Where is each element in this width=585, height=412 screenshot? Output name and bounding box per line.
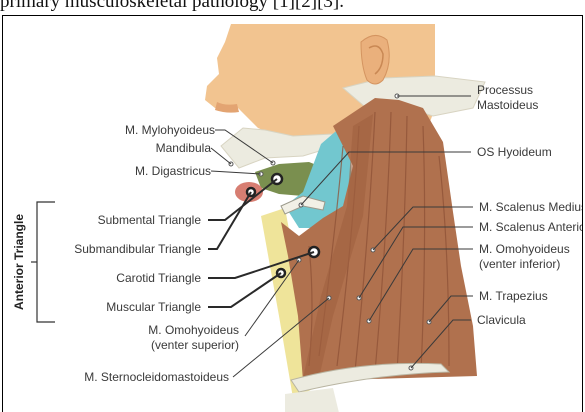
- label-sternocleidomastoideus: M. Sternocleidomastoideus: [84, 370, 229, 384]
- label-omohyoideus-superior-2: (venter superior): [151, 338, 239, 352]
- label-submental-triangle: Submental Triangle: [98, 213, 202, 227]
- label-carotid-triangle: Carotid Triangle: [116, 271, 201, 285]
- label-scalenus-anterior: M. Scalenus Anterior: [479, 220, 583, 234]
- label-clavicula: Clavicula: [477, 313, 526, 327]
- anterior-triangle-label: Anterior Triangle: [12, 214, 26, 310]
- label-mylohyoideus: M. Mylohyoideus: [125, 123, 215, 137]
- label-trapezius: M. Trapezius: [479, 289, 548, 303]
- label-processus-2: Mastoideus: [477, 98, 538, 112]
- label-submandibular-triangle: Submandibular Triangle: [74, 242, 201, 256]
- label-processus-1: Processus: [477, 83, 533, 97]
- label-digastricus: M. Digastricus: [135, 164, 211, 178]
- label-scalenus-medius: M. Scalenus Medius: [479, 200, 583, 214]
- label-omohyoideus-inferior-2: (venter inferior): [479, 257, 560, 271]
- label-os-hyoideum: OS Hyoideum: [477, 145, 552, 159]
- neck-anatomy-illustration: Anterior Triangle M. Mylohyoideus Mandib…: [3, 16, 583, 412]
- anatomy-figure: Anterior Triangle M. Mylohyoideus Mandib…: [2, 15, 583, 412]
- anterior-triangle-bracket: [31, 202, 55, 322]
- ear: [361, 35, 389, 84]
- label-omohyoideus-superior-1: M. Omohyoideus: [148, 323, 239, 337]
- label-mandibula: Mandibula: [156, 141, 212, 155]
- label-muscular-triangle: Muscular Triangle: [106, 300, 201, 314]
- label-omohyoideus-inferior-1: M. Omohyoideus: [479, 242, 570, 256]
